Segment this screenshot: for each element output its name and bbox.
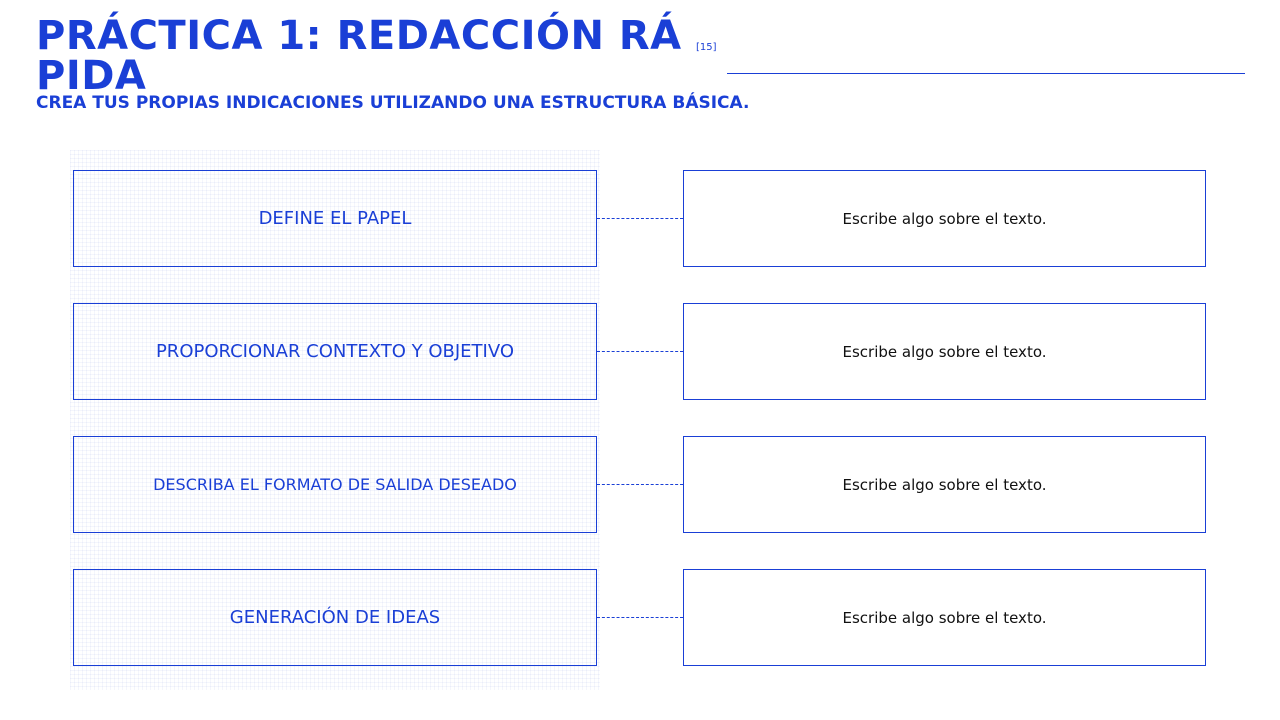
text-entry-box[interactable]: Escribe algo sobre el texto. xyxy=(683,170,1206,267)
text-entry-box[interactable]: Escribe algo sobre el texto. xyxy=(683,436,1206,533)
step-label-box: DEFINE EL PAPEL xyxy=(73,170,597,267)
dashed-connector xyxy=(597,484,683,485)
page-title: PRÁCTICA 1: REDACCIÓN RÁPIDA xyxy=(36,13,682,99)
step-label-box: GENERACIÓN DE IDEAS xyxy=(73,569,597,666)
grid-background xyxy=(70,150,600,690)
text-entry-box[interactable]: Escribe algo sobre el texto. xyxy=(683,303,1206,400)
prompt-row: PROPORCIONAR CONTEXTO Y OBJETIVO Escribe… xyxy=(73,303,1206,400)
step-label-box: DESCRIBA EL FORMATO DE SALIDA DESEADO xyxy=(73,436,597,533)
header-divider xyxy=(727,73,1245,74)
dashed-connector xyxy=(597,218,683,219)
text-entry-box[interactable]: Escribe algo sobre el texto. xyxy=(683,569,1206,666)
prompt-row: DESCRIBA EL FORMATO DE SALIDA DESEADO Es… xyxy=(73,436,1206,533)
prompt-row: GENERACIÓN DE IDEAS Escribe algo sobre e… xyxy=(73,569,1206,666)
prompt-row: DEFINE EL PAPEL Escribe algo sobre el te… xyxy=(73,170,1206,267)
page-subtitle: CREA TUS PROPIAS INDICACIONES UTILIZANDO… xyxy=(36,93,750,113)
dashed-connector xyxy=(597,351,683,352)
step-label-box: PROPORCIONAR CONTEXTO Y OBJETIVO xyxy=(73,303,597,400)
reference-marker: [15] xyxy=(696,42,717,53)
dashed-connector xyxy=(597,617,683,618)
